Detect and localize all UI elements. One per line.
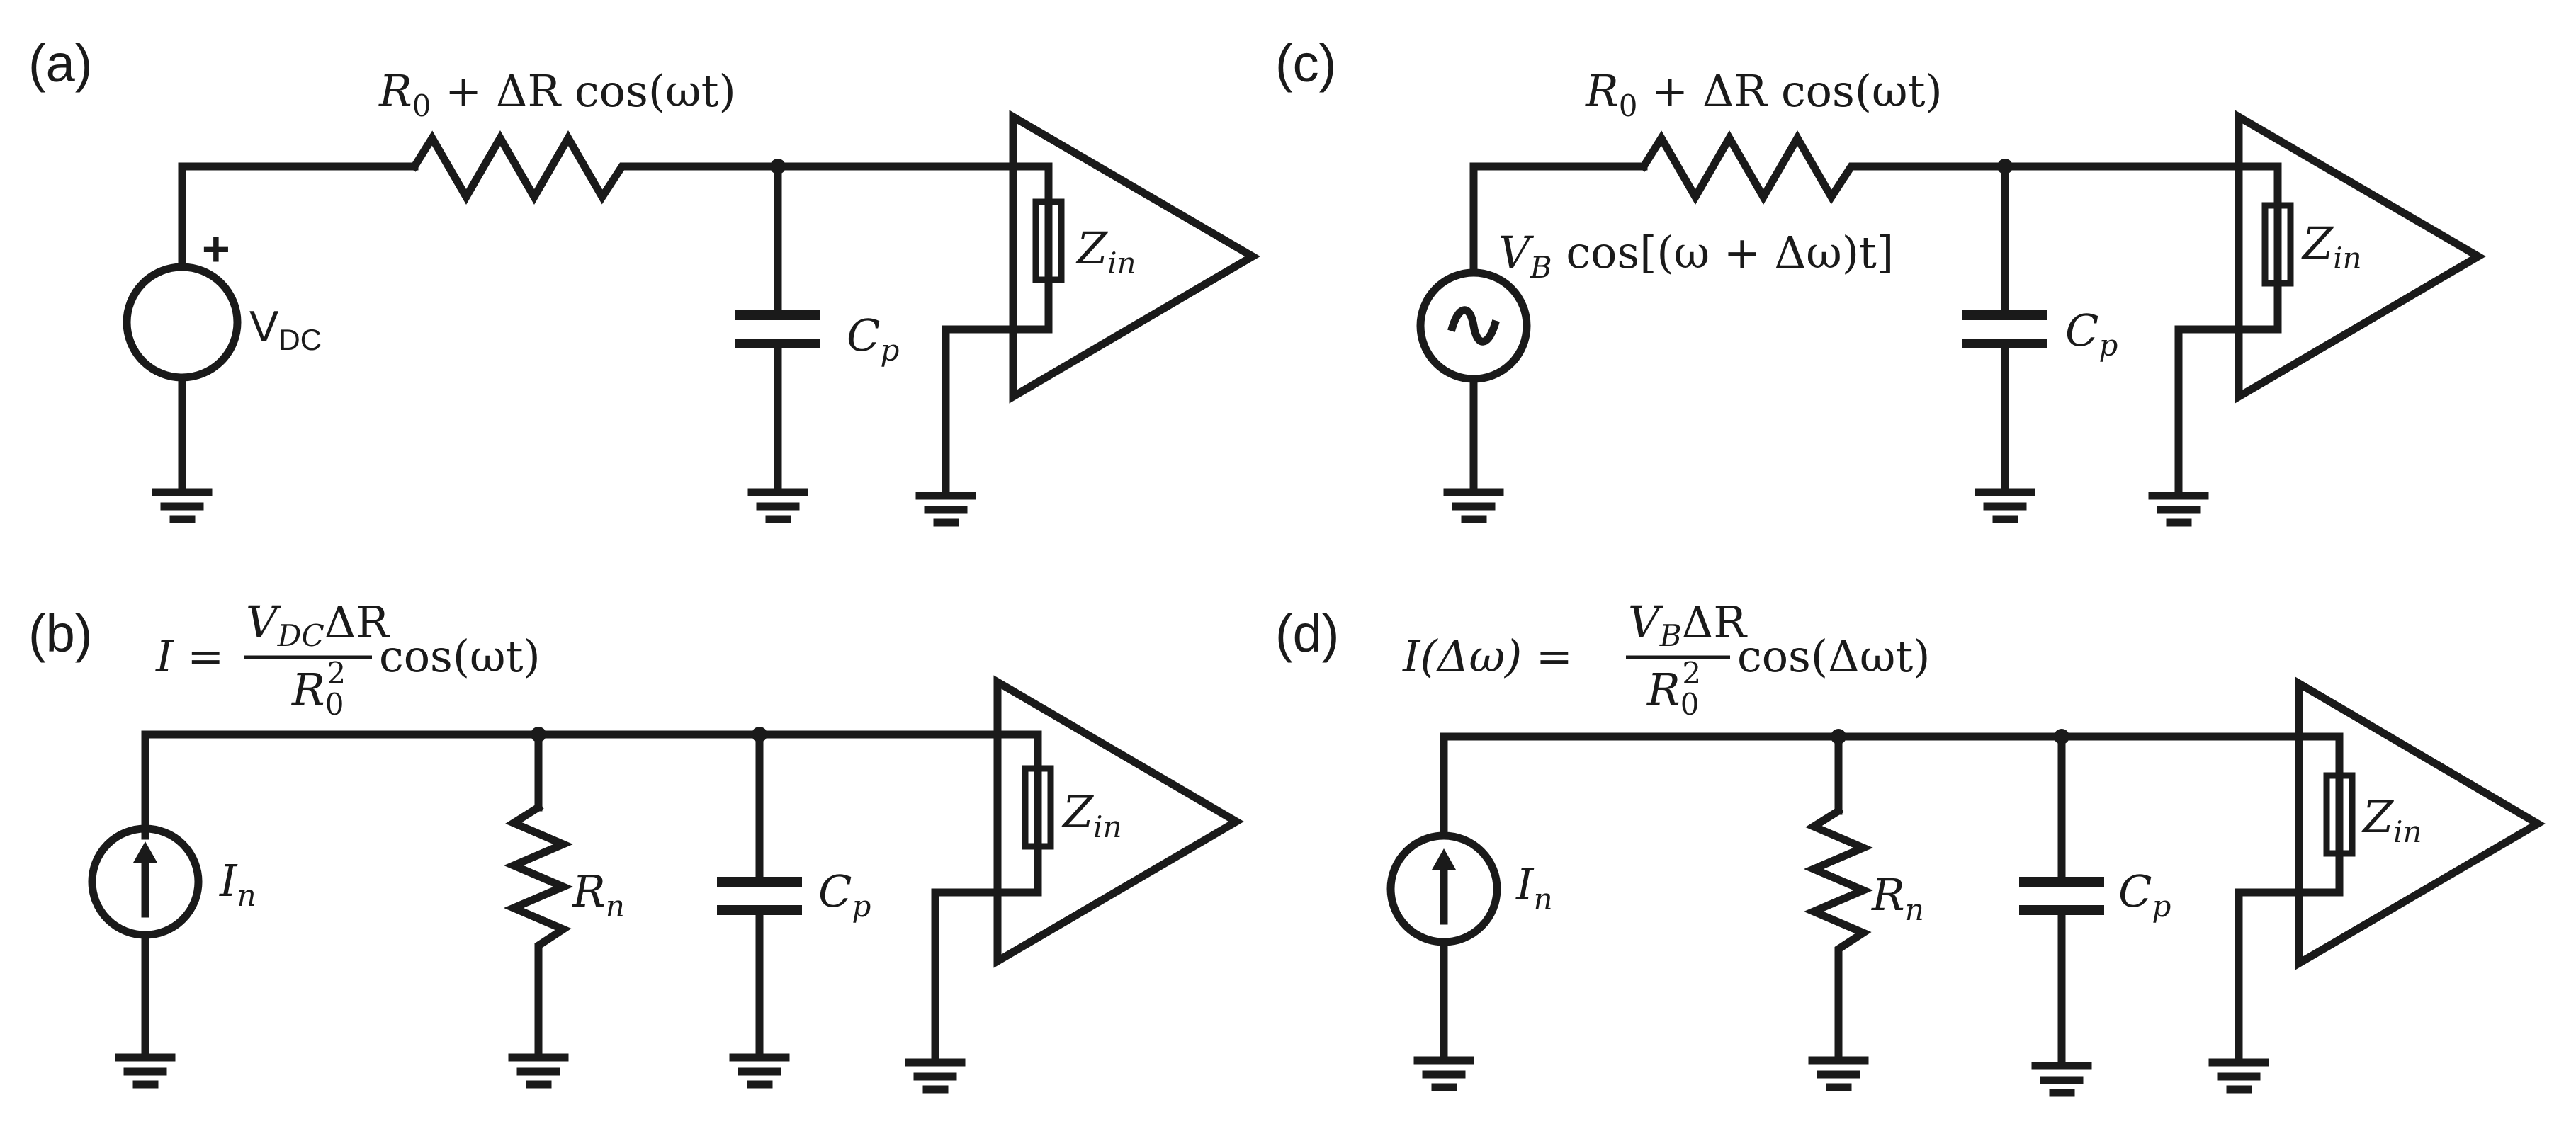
- svg-text:VDCΔR: VDCΔR: [246, 596, 390, 653]
- panel-d-junction-2: [2054, 729, 2069, 744]
- panel-c-zin-label: Zin: [2301, 217, 2362, 276]
- panel-a-ground-cap: [747, 488, 808, 523]
- panel-a: (a) + R0 + ΔR cos(ωt) VDC Cp Zin: [28, 34, 1260, 527]
- panel-d-label: (d): [1275, 604, 1339, 663]
- panel-d-wire-top: [1440, 732, 2344, 1063]
- panel-a-source-label: VDC: [249, 302, 322, 356]
- panel-d-ground-rn: [1808, 1056, 1869, 1091]
- svg-text:cos(Δωt): cos(Δωt): [1737, 630, 1931, 682]
- panel-a-polarity: +: [202, 222, 230, 276]
- panel-d-zin-label: Zin: [2361, 791, 2422, 849]
- panel-b-equation: I = VDCΔR R02 cos(ωt): [155, 596, 541, 722]
- panel-c-ground-source: [1443, 488, 1504, 523]
- svg-text:VBΔR: VBΔR: [1628, 596, 1748, 653]
- panel-b-ground-amp: [905, 1058, 966, 1094]
- panel-a-zin-label: Zin: [1075, 222, 1136, 280]
- panel-d-ground-amp: [2208, 1058, 2269, 1094]
- panel-b-ground-rn: [508, 1053, 569, 1089]
- panel-c: (c) R0 + ΔR cos(ωt) VB cos[(ω + Δω)t] Cp…: [1275, 34, 2486, 527]
- panel-b-resistor-rn: [504, 802, 573, 960]
- panel-d-resistor-label: Rn: [1871, 869, 1924, 927]
- panel-a-resistor-label: R0 + ΔR cos(ωt): [378, 65, 736, 123]
- panel-a-dc-source: [123, 263, 242, 382]
- svg-text:cos(ωt): cos(ωt): [379, 630, 541, 682]
- panel-c-amplifier: [2235, 110, 2486, 404]
- panel-b-junction-1: [531, 727, 546, 742]
- panel-b-junction-2: [752, 727, 767, 742]
- panel-d-ground-cap: [2031, 1062, 2092, 1097]
- panel-c-label: (c): [1275, 34, 1336, 93]
- panel-a-capacitor-label: Cp: [847, 310, 899, 368]
- panel-c-capacitor-label: Cp: [2065, 305, 2118, 363]
- panel-c-ground-amp: [2148, 492, 2209, 527]
- panel-b: (b) I = VDCΔR R02 cos(ωt) In Rn: [28, 596, 1244, 1094]
- panel-c-ac-source: [1416, 268, 1531, 383]
- panel-a-label: (a): [28, 34, 92, 93]
- panel-a-ground-source: [152, 488, 213, 523]
- sine-wave-icon: [1447, 306, 1500, 346]
- panel-d-junction-1: [1831, 729, 1846, 744]
- panel-b-current-source: [88, 824, 203, 939]
- panel-d-resistor-rn: [1804, 805, 1873, 964]
- panel-c-junction: [1997, 159, 2013, 174]
- svg-text:R02: R02: [1646, 656, 1701, 722]
- panel-c-resistor: [1638, 130, 1875, 205]
- panel-c-ground-cap: [1975, 488, 2035, 523]
- panel-c-source-label: VB cos[(ω + Δω)t]: [1498, 227, 1894, 285]
- panel-a-amplifier: [1009, 110, 1260, 404]
- panel-d-current-source: [1386, 831, 1501, 946]
- panel-a-junction: [770, 159, 786, 174]
- panel-b-wire-top: [141, 730, 1042, 1063]
- panel-a-resistor: [409, 130, 645, 205]
- panel-d-source-label: In: [1515, 858, 1553, 916]
- panel-b-resistor-label: Rn: [572, 865, 625, 924]
- svg-text:I(Δω) =: I(Δω) =: [1402, 630, 1573, 682]
- panel-d-equation: I(Δω) = VBΔR R02 cos(Δωt): [1402, 596, 1931, 722]
- panel-b-amplifier: [993, 675, 1244, 968]
- panel-b-ground-cap: [729, 1053, 790, 1089]
- panel-d: (d) I(Δω) = VBΔR R02 cos(Δωt) In Rn: [1275, 596, 2546, 1097]
- panel-b-zin-label: Zin: [1061, 786, 1122, 844]
- svg-text:R02: R02: [291, 656, 346, 722]
- svg-text:I =: I =: [155, 630, 224, 682]
- panel-d-capacitor-label: Cp: [2118, 865, 2171, 924]
- panel-b-label: (b): [28, 604, 92, 663]
- panel-c-wire-top: [1469, 162, 2282, 496]
- panel-c-resistor-label: R0 + ΔR cos(ωt): [1585, 65, 1943, 123]
- panel-a-ground-amp: [915, 492, 976, 527]
- panel-d-amplifier: [2295, 676, 2546, 970]
- panel-d-ground-source: [1413, 1056, 1474, 1091]
- panel-b-capacitor-label: Cp: [818, 865, 871, 924]
- panel-b-source-label: In: [219, 855, 256, 913]
- panel-b-ground-source: [115, 1053, 176, 1089]
